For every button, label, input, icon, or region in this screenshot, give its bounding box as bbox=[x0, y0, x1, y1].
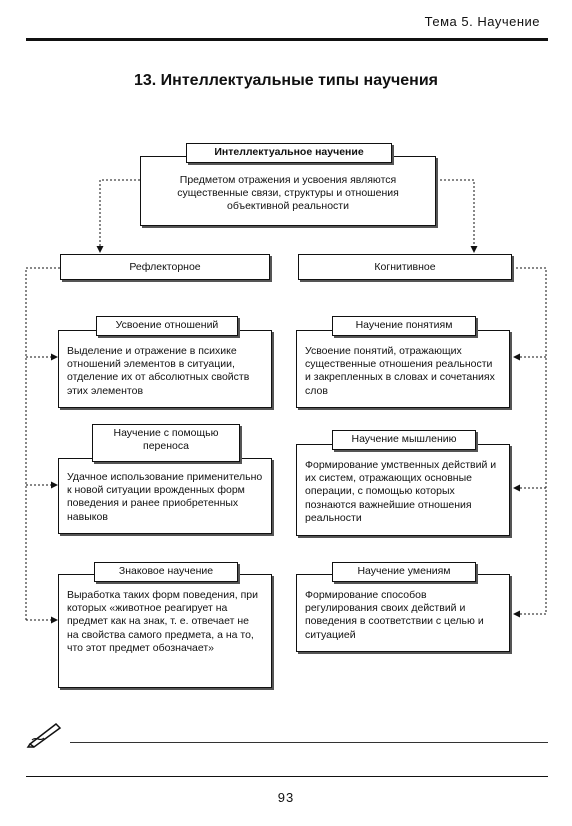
right-item-2-label: Научение мышлению bbox=[332, 430, 476, 450]
left-item-1-text: Выделение и отражение в психике отношени… bbox=[67, 345, 250, 397]
right-item-2-text: Формирование умственных действий и их си… bbox=[305, 459, 497, 524]
notes-line bbox=[70, 742, 548, 743]
running-head: Тема 5. Научение bbox=[424, 14, 540, 29]
left-item-2-text: Удачное использование применительно к но… bbox=[67, 471, 263, 523]
right-item-1-box: Усвоение понятий, отражающих существенны… bbox=[296, 330, 510, 408]
top-description-text: Предметом отражения и усвоения являются … bbox=[177, 174, 399, 213]
left-item-2-label: Научение с помощью переноса bbox=[92, 424, 240, 462]
left-item-1-label: Усвоение отношений bbox=[96, 316, 238, 336]
left-item-3-text: Выработка таких форм поведения, при кото… bbox=[67, 589, 258, 654]
top-description-box: Предметом отражения и усвоения являются … bbox=[140, 156, 436, 226]
left-item-1-box: Выделение и отражение в психике отношени… bbox=[58, 330, 272, 408]
branch-reflex: Рефлекторное bbox=[60, 254, 270, 280]
page-number: 93 bbox=[277, 790, 295, 805]
right-item-3-text: Формирование способов регулирования свои… bbox=[305, 589, 484, 641]
left-item-2-box: Удачное использование применительно к но… bbox=[58, 458, 272, 534]
right-item-3-label: Научение умениям bbox=[332, 562, 476, 582]
left-item-3-box: Выработка таких форм поведения, при кото… bbox=[58, 574, 272, 688]
right-item-2-box: Формирование умственных действий и их си… bbox=[296, 444, 510, 536]
right-item-1-label: Научение понятиям bbox=[332, 316, 476, 336]
left-item-3-label: Знаковое научение bbox=[94, 562, 238, 582]
top-label: Интеллектуальное научение bbox=[186, 143, 392, 163]
footer-rule bbox=[26, 776, 548, 777]
right-item-3-box: Формирование способов регулирования свои… bbox=[296, 574, 510, 652]
branch-cognitive: Когнитивное bbox=[298, 254, 512, 280]
page-title: 13. Интеллектуальные типы научения bbox=[133, 72, 439, 89]
right-item-1-text: Усвоение понятий, отражающих существенны… bbox=[305, 345, 495, 397]
header-rule bbox=[26, 38, 548, 41]
pen-writing-icon bbox=[26, 723, 62, 748]
